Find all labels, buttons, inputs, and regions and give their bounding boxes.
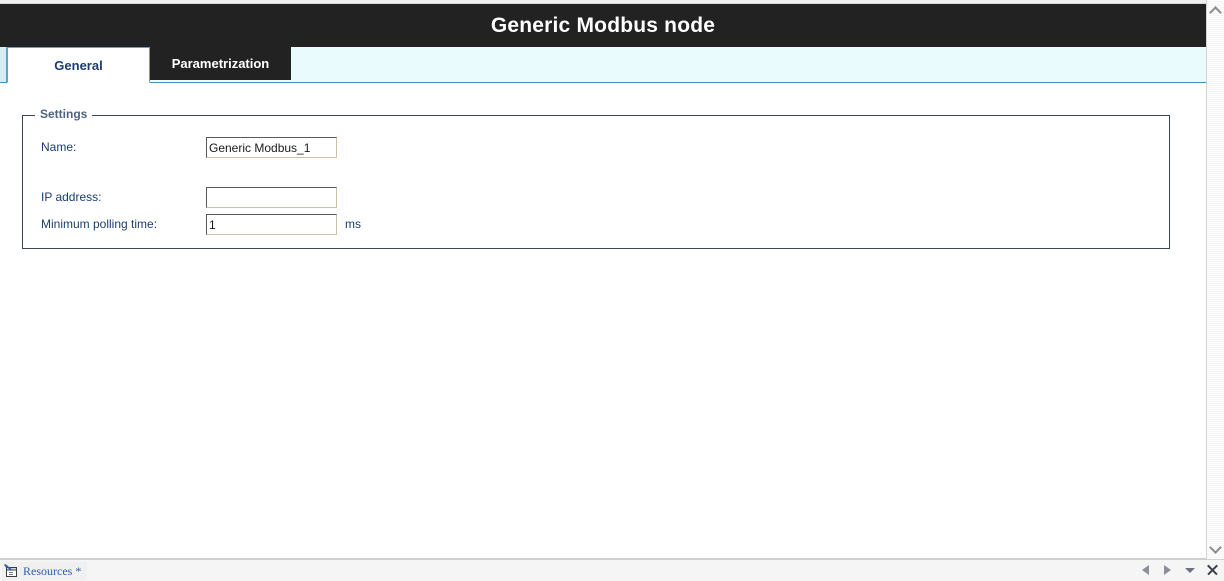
vertical-scrollbar[interactable] [1206,0,1224,563]
tab-bar-left-stub [0,47,7,82]
status-bar: Resources * [0,559,1224,581]
minimum-polling-time-label: Minimum polling time: [41,217,158,231]
scrollbar-down-button[interactable] [1207,539,1224,557]
page-title: Generic Modbus node [490,13,716,37]
status-divider [0,558,1206,559]
panel-close-button[interactable] [1205,563,1218,577]
tab-general-label: General [54,57,103,73]
scrollbar-up-button[interactable] [1207,2,1224,20]
settings-group-legend: Settings [35,107,93,121]
panel-menu-button[interactable] [1183,563,1196,577]
ip-address-label: IP address: [41,190,102,204]
ip-address-input[interactable] [206,187,337,208]
nav-next-button[interactable] [1161,563,1174,577]
status-tab-resources[interactable]: Resources * [2,562,88,580]
minimum-polling-time-input[interactable] [206,214,337,235]
tab-parametrization[interactable]: Parametrization [150,47,291,80]
status-bar-controls [1139,563,1218,577]
caret-down-icon [1184,567,1195,573]
name-label: Name: [41,140,77,154]
triangle-right-icon [1164,565,1171,575]
close-icon [1206,564,1218,576]
nav-previous-button[interactable] [1139,563,1152,577]
settings-group-box: Settings Name: IP address: Minimum polli… [22,107,1170,249]
window-top-strip [0,0,1206,4]
minimum-polling-time-unit: ms [345,217,361,231]
dialog-title-bar: Generic Modbus node [0,4,1206,47]
status-modified-marker: * [75,563,82,578]
tab-general[interactable]: General [7,47,150,83]
chevron-down-icon [1211,544,1220,553]
name-input[interactable] [206,137,337,158]
tab-parametrization-label: Parametrization [171,56,270,71]
triangle-left-icon [1142,565,1149,575]
resources-panel-icon [4,563,19,578]
status-tab-label: Resources [23,563,73,578]
tab-content-general: Settings Name: IP address: Minimum polli… [0,83,1206,549]
chevron-up-icon [1211,7,1220,16]
tab-bar: General Parametrization [0,47,1206,83]
